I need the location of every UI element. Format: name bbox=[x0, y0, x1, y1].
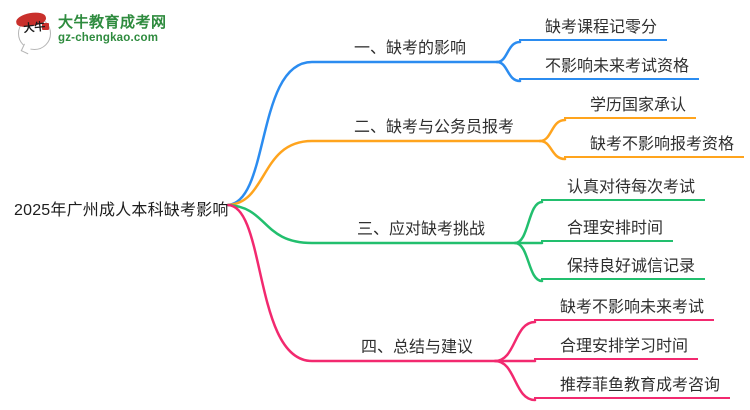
branch-4-label: 四、总结与建议 bbox=[361, 339, 474, 356]
branch-3-fan-down bbox=[513, 241, 544, 283]
branch-4-child-2: 合理安排学习时间 bbox=[534, 336, 699, 360]
branch-1-trunk-curve bbox=[226, 60, 499, 207]
branch-1-fan-up bbox=[495, 40, 522, 64]
branch-3-label: 三、应对缺考挑战 bbox=[357, 221, 486, 238]
root-topic: 2025年广州成人本科缺考影响 bbox=[14, 202, 229, 219]
branch-3-child-2: 合理安排时间 bbox=[541, 218, 674, 242]
logo-badge-text: 大牛 bbox=[22, 20, 47, 36]
branch-4-fan-down bbox=[493, 359, 537, 402]
logo-red-seal-icon bbox=[42, 23, 49, 30]
branch-2-child-2: 缺考不影响报考资格 bbox=[564, 134, 745, 158]
branch-3-fan-up bbox=[513, 200, 544, 245]
branch-3-trunk-curve bbox=[226, 203, 544, 245]
branch-4-trunk-curve bbox=[226, 203, 537, 363]
branch-4-child-1: 缺考不影响未来考试 bbox=[534, 297, 715, 321]
branch-2-child-1: 学历国家承认 bbox=[564, 95, 697, 119]
branch-3-child-3: 保持良好诚信记录 bbox=[541, 256, 706, 280]
branch-2-label: 二、缺考与公务员报考 bbox=[354, 119, 515, 136]
branch-2-trunk-curve bbox=[226, 139, 542, 207]
branch-1-fan-down bbox=[495, 60, 522, 83]
logo-site-domain: gz-chengkao.com bbox=[58, 32, 159, 44]
branch-4-fan-up bbox=[493, 320, 537, 363]
branch-1-child-1: 缺考课程记零分 bbox=[519, 17, 668, 41]
branch-2-fan-down bbox=[538, 139, 567, 161]
daniu-bubble-logo-icon: 大牛 bbox=[15, 10, 51, 55]
branch-3-child-1: 认真对待每次考试 bbox=[541, 177, 706, 201]
branch-1-child-2: 不影响未来考试资格 bbox=[519, 56, 700, 80]
logo-site-name: 大牛教育成考网 bbox=[58, 14, 167, 31]
site-logo[interactable]: 大牛 大牛教育成考网 gz-chengkao.com bbox=[15, 10, 167, 55]
branch-4-child-3: 推荐菲鱼教育成考咨询 bbox=[534, 375, 731, 399]
branch-1-label: 一、缺考的影响 bbox=[354, 40, 467, 57]
branch-2-fan-up bbox=[538, 118, 567, 143]
